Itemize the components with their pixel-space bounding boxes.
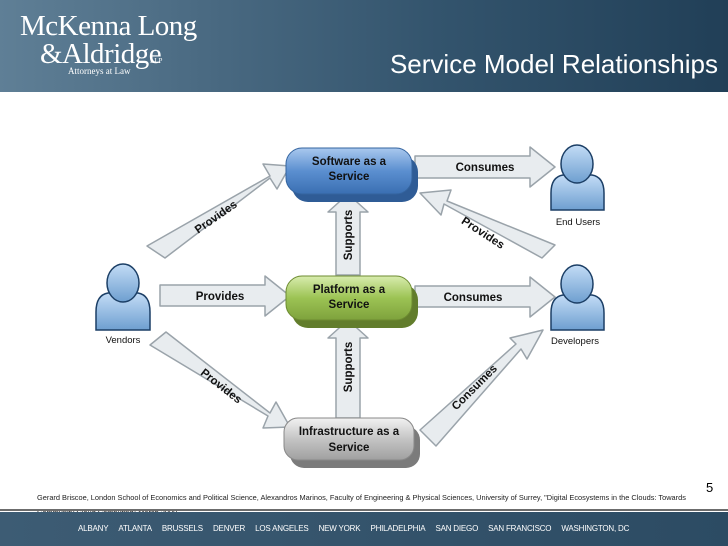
label-vendors-paas: Provides — [196, 291, 245, 303]
end-users-person-icon — [550, 144, 605, 211]
office-city: SAN DIEGO — [435, 524, 479, 533]
label-paas-developers: Consumes — [444, 292, 503, 304]
saas-label-line2: Service — [329, 171, 370, 183]
paas-label-line1: Platform as a — [313, 284, 386, 296]
arrow-paas-supports-saas — [327, 193, 369, 276]
arrow-endusers-to-saas — [419, 189, 556, 259]
arrow-iaas-to-developers — [419, 329, 544, 447]
page-number: 5 — [706, 480, 714, 495]
office-city: PHILADELPHIA — [370, 524, 426, 533]
end-users-label: End Users — [556, 217, 601, 228]
arrow-saas-to-endusers — [414, 146, 556, 188]
arrow-paas-to-developers — [414, 276, 556, 318]
office-city: DENVER — [212, 524, 246, 533]
slide-title: Service Model Relationships — [389, 49, 718, 79]
slide-footer: ALBANY ATLANTA BRUSSELS DENVER LOS ANGEL… — [0, 512, 728, 546]
vendors-person-icon — [95, 263, 151, 331]
office-city: LOS ANGELES — [255, 524, 309, 533]
iaas-box: Infrastructure as a Service — [283, 417, 420, 468]
paas-box: Platform as a Service — [285, 275, 418, 328]
label-iaas-developers: Consumes — [450, 363, 500, 413]
developers-person-icon — [550, 264, 605, 331]
office-city: NEW YORK — [318, 524, 361, 533]
office-locations: ALBANY ATLANTA BRUSSELS DENVER LOS ANGEL… — [78, 524, 637, 533]
office-city: WASHINGTON, DC — [561, 524, 630, 533]
paas-label-line2: Service — [329, 299, 370, 311]
label-iaas-supports-paas: Supports — [343, 342, 355, 392]
developers-label: Developers — [551, 336, 599, 347]
arrow-vendors-to-iaas — [149, 331, 291, 429]
slide-header: McKenna Long &Aldridge LLP Attorneys at … — [0, 0, 728, 92]
office-city: SAN FRANCISCO — [488, 524, 552, 533]
arrow-vendors-to-paas — [159, 275, 291, 317]
saas-box: Software as a Service — [285, 147, 418, 202]
label-saas-endusers: Consumes — [456, 162, 515, 174]
logo-llp: LLP — [150, 57, 163, 65]
iaas-label-line2: Service — [329, 442, 370, 454]
arrow-iaas-supports-paas — [327, 319, 369, 419]
arrow-vendors-to-saas — [146, 163, 291, 259]
logo-line-1: McKenna Long — [20, 10, 197, 42]
office-city: ALBANY — [78, 524, 109, 533]
iaas-label-line1: Infrastructure as a — [299, 426, 400, 438]
logo-line-2: &Aldridge — [40, 38, 162, 70]
logo-tagline: Attorneys at Law — [68, 66, 131, 76]
office-city: ATLANTA — [118, 524, 152, 533]
label-paas-supports-saas: Supports — [343, 210, 355, 260]
vendors-label: Vendors — [106, 335, 141, 346]
footer-divider — [0, 509, 728, 511]
saas-label-line1: Software as a — [312, 156, 387, 168]
office-city: BRUSSELS — [161, 524, 203, 533]
